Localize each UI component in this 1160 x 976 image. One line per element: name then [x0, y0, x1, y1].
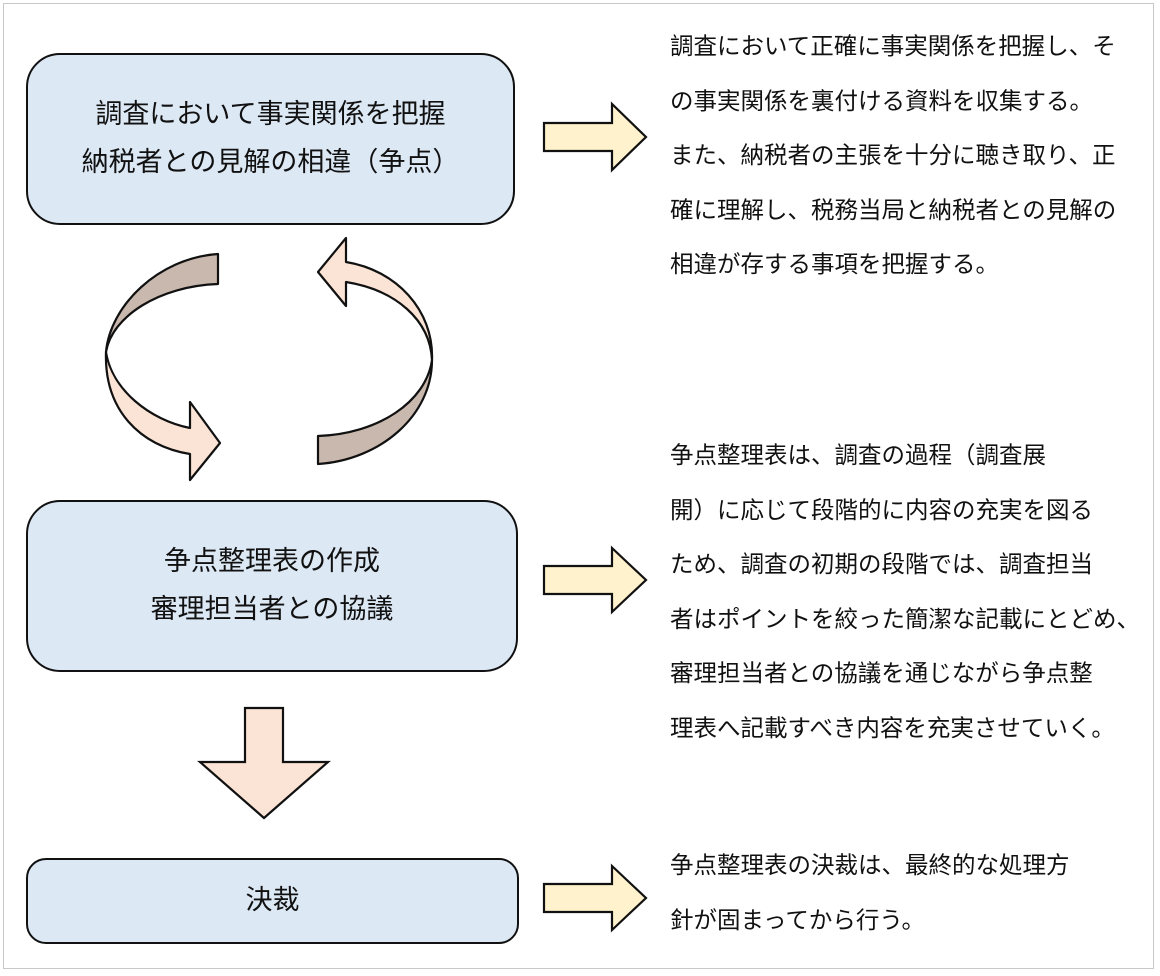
right-arrow-icon — [542, 545, 648, 615]
step-title-line: 審理担当者との協議 — [150, 594, 394, 625]
description-line: 開）に応じて段階的に内容の充実を図る — [670, 495, 1093, 524]
description-line: 理表へ記載すべき内容を充実させていく。 — [670, 713, 1115, 742]
description-line: また、納税者の主張を十分に聴き取り、正 — [670, 141, 1116, 169]
right-arrow-icon — [542, 101, 648, 173]
cycle-arrow-right-front — [316, 236, 434, 362]
step-description-issue-table: 争点整理表は、調査の過程（調査展 開）に応じて段階的に内容の充実を図る ため、調… — [670, 428, 1140, 755]
down-arrow-icon — [197, 706, 331, 820]
description-line: 調査において正確に事実関係を把握し、そ — [670, 32, 1116, 60]
step-title-line: 納税者との見解の相違（争点） — [81, 147, 460, 178]
description-line: 争点整理表は、調査の過程（調査展 — [670, 441, 1046, 469]
step-box-approval: 決裁 — [26, 858, 519, 944]
step-title-line: 調査において事実関係を把握 — [95, 99, 446, 130]
description-line: 者はポイントを絞った簡潔な記載にとどめ、 — [670, 604, 1140, 633]
step-title-line: 争点整理表の作成 — [164, 546, 380, 577]
description-line: 争点整理表の決裁は、最終的な処理方 — [670, 851, 1070, 879]
description-line: ため、調査の初期の段階では、調査担当 — [670, 550, 1093, 578]
cycle-arrow-right-back — [316, 358, 434, 466]
description-line: 相違が存する事項を把握する。 — [670, 250, 999, 278]
description-line: の事実関係を裏付ける資料を収集する。 — [670, 86, 1093, 115]
cycle-arrow-left-back — [104, 252, 220, 354]
cycle-arrow-left-front — [104, 350, 222, 482]
step-box-issue-table: 争点整理表の作成 審理担当者との協議 — [26, 500, 518, 672]
description-line: 審理担当者との協議を通じながら争点整 — [670, 659, 1093, 687]
circular-arrows-icon — [104, 236, 434, 482]
right-arrow-icon — [542, 863, 648, 933]
step-title-line: 決裁 — [245, 885, 300, 916]
step-description-fact-finding: 調査において正確に事実関係を把握し、そ の事実関係を裏付ける資料を収集する。 ま… — [670, 19, 1116, 292]
description-line: 針が固まってから行う。 — [670, 905, 925, 934]
step-box-fact-finding: 調査において事実関係を把握 納税者との見解の相違（争点） — [26, 53, 515, 225]
description-line: 確に理解し、税務当局と納税者との見解の — [670, 195, 1117, 224]
diagram-frame — [3, 3, 1154, 969]
step-description-approval: 争点整理表の決裁は、最終的な処理方 針が固まってから行う。 — [670, 838, 1070, 947]
